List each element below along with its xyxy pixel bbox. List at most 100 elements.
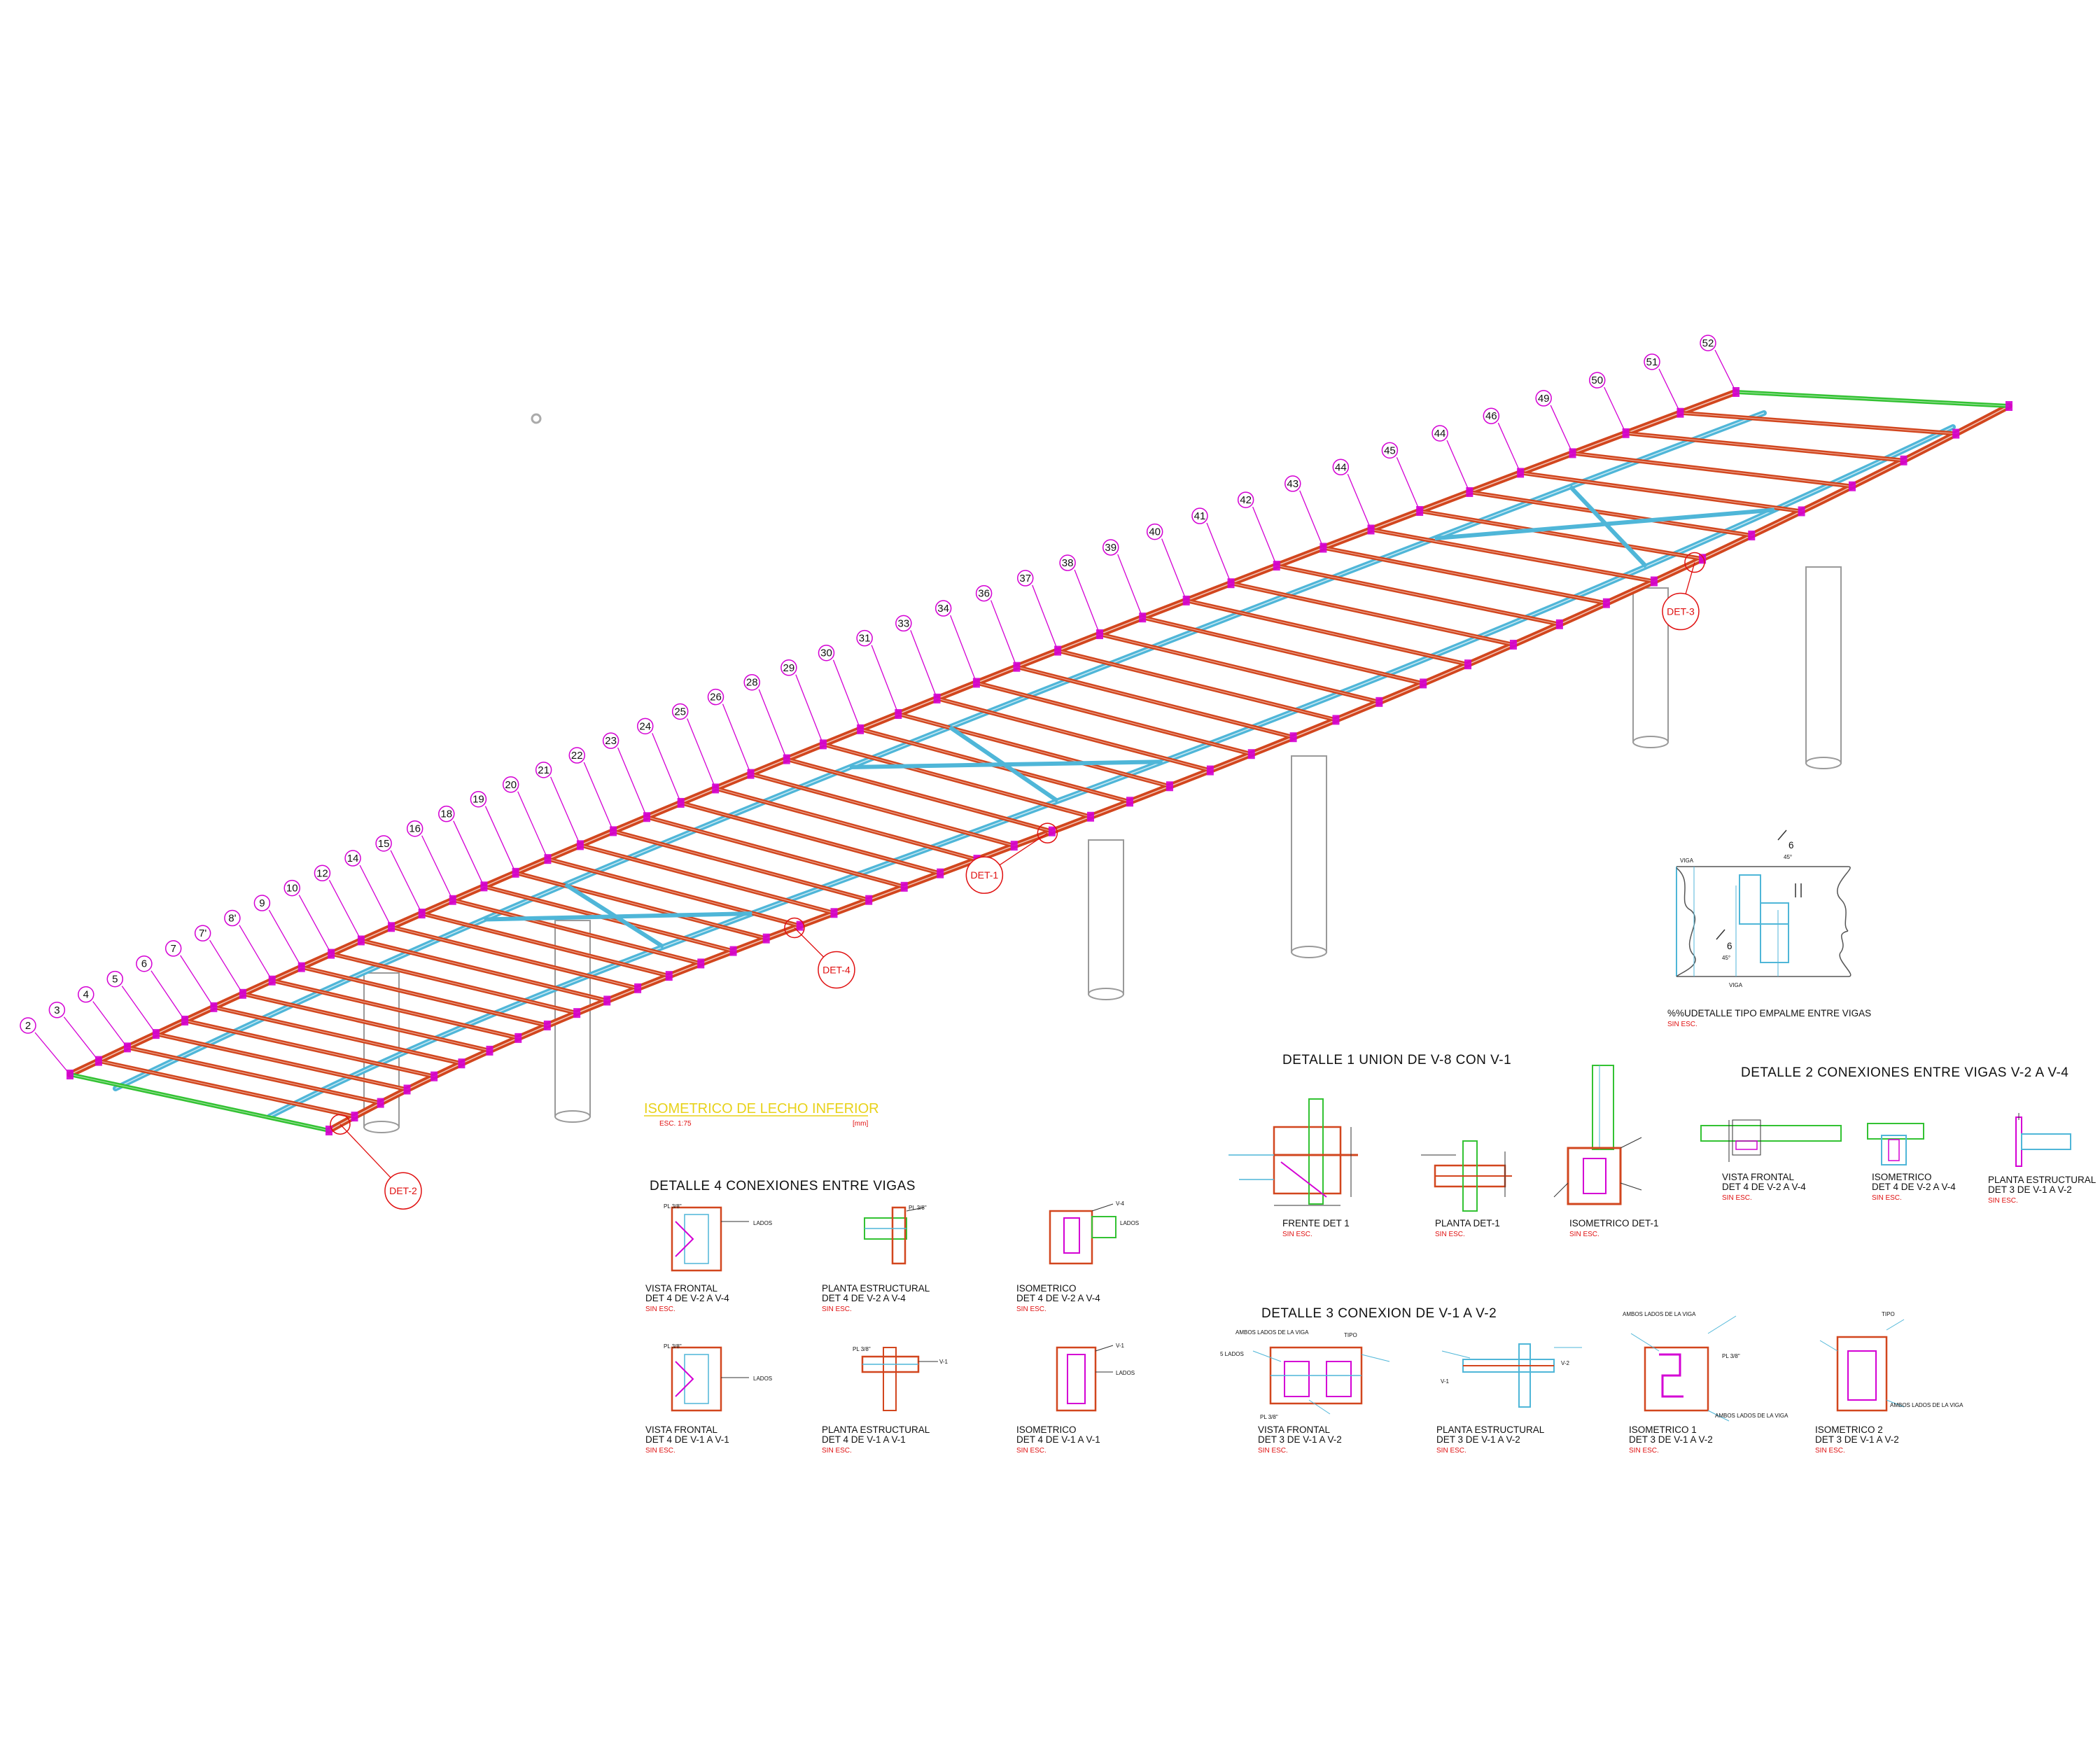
svg-text:V-1: V-1: [1116, 1343, 1125, 1349]
svg-text:SIN ESC.: SIN ESC.: [1722, 1194, 1752, 1202]
svg-text:4: 4: [83, 989, 89, 1001]
cross-beam: [1622, 428, 1907, 465]
svg-text:2: 2: [25, 1020, 31, 1032]
grid-leader: [1117, 554, 1143, 618]
grid-bubble: 46: [1483, 407, 1500, 424]
grid-leader: [1604, 386, 1627, 434]
grid-leader: [209, 939, 244, 995]
det-callout: DET-3: [1662, 552, 1705, 631]
detail-1: DETALLE 1 UNION DE V-8 CON V-1 FRENTE DE…: [1228, 1053, 1659, 1238]
svg-text:44: 44: [1335, 461, 1347, 473]
grid-bubble: 30: [818, 644, 835, 662]
svg-text:5 LADOS: 5 LADOS: [1220, 1351, 1244, 1357]
svg-text:DET 4 DE V-2 A V-4: DET 4 DE V-2 A V-4: [1872, 1182, 1956, 1192]
grid-leader: [328, 879, 362, 941]
support-columns: [363, 566, 1842, 1133]
svg-text:49: 49: [1538, 393, 1550, 405]
det4-iso-v2-v4: V-4 LADOS ISOMETRICO DET 4 DE V-2 A V-4 …: [1016, 1200, 1139, 1313]
svg-text:SIN ESC.: SIN ESC.: [822, 1447, 852, 1455]
bracing: [1434, 485, 1775, 568]
detail-4: DETALLE 4 CONEXIONES ENTRE VIGAS PL 3/8"…: [645, 1179, 1139, 1455]
svg-text:DET 4 DE V-1 A V-1: DET 4 DE V-1 A V-1: [1016, 1434, 1100, 1445]
detail-2: DETALLE 2 CONEXIONES ENTRE VIGAS V-2 A V…: [1700, 1065, 2096, 1205]
svg-text:31: 31: [859, 633, 871, 645]
grid-bubble: 2: [20, 1017, 36, 1034]
svg-text:45°: 45°: [1722, 955, 1730, 961]
svg-text:41: 41: [1194, 510, 1206, 522]
svg-text:DET 4 DE V-1 A V-1: DET 4 DE V-1 A V-1: [645, 1434, 729, 1445]
grid-leader: [832, 659, 861, 730]
detail-3: DETALLE 3 CONEXION DE V-1 A V-2 AMBOS LA…: [1220, 1306, 1963, 1455]
svg-text:16: 16: [409, 823, 421, 835]
det-callout: DET-4: [784, 917, 855, 989]
grid-leader: [298, 895, 332, 954]
grid-leader: [910, 630, 938, 699]
svg-text:SIN ESC.: SIN ESC.: [1016, 1447, 1046, 1455]
svg-text:28: 28: [746, 677, 758, 689]
svg-text:29: 29: [783, 662, 795, 674]
grid-bubble: 28: [743, 673, 760, 691]
svg-text:PL 3/8": PL 3/8": [664, 1343, 682, 1350]
grid-leader: [1206, 522, 1232, 584]
svg-text:19: 19: [472, 794, 484, 806]
svg-text:SIN ESC.: SIN ESC.: [822, 1306, 852, 1313]
svg-text:5: 5: [112, 974, 118, 986]
svg-text:50: 50: [1591, 374, 1603, 386]
grid-bubble: 49: [1535, 390, 1552, 407]
grid-bubble: 21: [535, 762, 552, 778]
svg-text:8': 8': [228, 913, 236, 925]
svg-text:36: 36: [978, 588, 990, 600]
svg-text:DET 3 DE V-1 A V-2: DET 3 DE V-1 A V-2: [1629, 1434, 1713, 1445]
grid-bubble: 39: [1102, 539, 1119, 556]
reference-point-icon: [531, 413, 542, 424]
svg-text:SIN ESC.: SIN ESC.: [1436, 1447, 1466, 1455]
svg-text:PLANTA ESTRUCTURAL: PLANTA ESTRUCTURAL: [822, 1424, 930, 1435]
svg-text:7': 7': [199, 927, 206, 939]
svg-text:PL 3/8": PL 3/8": [853, 1346, 871, 1352]
isometric-frame: [66, 387, 2012, 1135]
det4-iso-v1-v1: V-1 LADOS ISOMETRICO DET 4 DE V-1 A V-1 …: [1016, 1343, 1135, 1455]
grid-leader: [950, 615, 977, 683]
det4-front-v2-v4: PL 3/8" LADOS VISTA FRONTAL DET 4 DE V-2…: [645, 1203, 772, 1313]
svg-text:PL 3/8": PL 3/8": [1260, 1414, 1278, 1420]
svg-text:AMBOS LADOS DE LA VIGA: AMBOS LADOS DE LA VIGA: [1623, 1311, 1696, 1317]
grid-bubble: 15: [375, 835, 392, 852]
grid-bubble: 36: [975, 584, 993, 602]
svg-text:30: 30: [820, 648, 832, 659]
svg-text:V-1: V-1: [1441, 1378, 1450, 1385]
grid-leader: [652, 733, 682, 804]
svg-text:DET 4 DE V-1 A V-1: DET 4 DE V-1 A V-1: [822, 1434, 906, 1445]
svg-text:23: 23: [605, 735, 617, 747]
svg-text:SIN ESC.: SIN ESC.: [645, 1447, 676, 1455]
grid-leader: [63, 1016, 99, 1062]
svg-text:VIGA: VIGA: [1729, 982, 1743, 988]
det3-front-view: AMBOS LADOS DE LA VIGA TIPO 5 LADOS PL 3…: [1220, 1329, 1390, 1455]
grid-leaders: [34, 349, 1737, 1075]
svg-text:LADOS: LADOS: [1116, 1370, 1135, 1376]
det-callout: DET-2: [330, 1114, 422, 1210]
grid-leader: [550, 776, 581, 846]
svg-text:18: 18: [440, 808, 452, 820]
svg-text:DET 4 DE V-2 A V-4: DET 4 DE V-2 A V-4: [822, 1293, 906, 1303]
svg-text:FRENTE DET 1: FRENTE DET 1: [1282, 1218, 1350, 1228]
svg-text:SIN ESC.: SIN ESC.: [1258, 1447, 1288, 1455]
svg-text:33: 33: [897, 617, 909, 629]
grid-leader: [180, 955, 214, 1008]
main-view-scale: ESC. 1:75: [659, 1120, 692, 1128]
svg-text:45°: 45°: [1784, 854, 1792, 860]
det4-front-v1-v1: PL 3/8" LADOS VISTA FRONTAL DET 4 DE V-1…: [645, 1343, 772, 1455]
grid-leader: [1446, 440, 1470, 493]
grid-bubble: 29: [780, 659, 797, 676]
det1-iso-view: ISOMETRICO DET-1 SIN ESC.: [1553, 1065, 1659, 1238]
svg-text:52: 52: [1702, 337, 1714, 349]
grid-bubble: 34: [934, 600, 952, 617]
grid-leader: [1497, 422, 1521, 473]
svg-text:DET 4 DE V-2 A V-4: DET 4 DE V-2 A V-4: [1016, 1293, 1100, 1303]
grid-bubble: 40: [1146, 523, 1163, 540]
svg-text:51: 51: [1646, 356, 1658, 368]
svg-text:AMBOS LADOS DE LA VIGA: AMBOS LADOS DE LA VIGA: [1715, 1413, 1788, 1419]
svg-text:24: 24: [639, 720, 651, 732]
svg-text:DET-3: DET-3: [1667, 606, 1695, 617]
svg-text:DET-4: DET-4: [822, 964, 850, 975]
